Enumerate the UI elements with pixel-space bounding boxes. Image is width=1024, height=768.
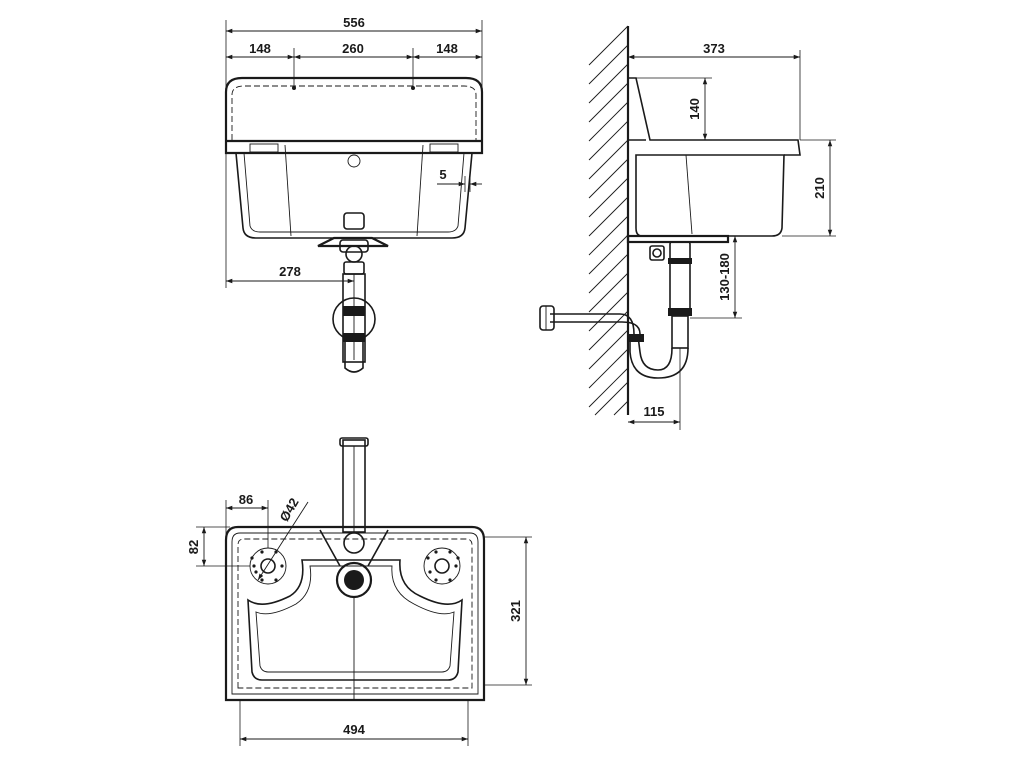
top-dim-hole-diameter: Ø42 — [276, 495, 301, 524]
side-dim-backsplash-height: 140 — [687, 98, 702, 120]
top-dim-82: 82 — [186, 526, 250, 567]
front-sink-body — [224, 76, 484, 239]
side-sink-profile — [626, 77, 801, 244]
front-waste-trap — [317, 212, 389, 373]
front-dim-total-width: 556 — [343, 15, 365, 30]
front-dim-right-offset: 148 — [436, 41, 458, 56]
side-dim-115: 115 — [628, 348, 681, 430]
front-view: 556 148 260 148 5 278 — [224, 15, 484, 373]
side-dim-210: 210 — [782, 139, 836, 237]
front-dim-278: 278 — [225, 153, 354, 288]
front-dim-hole-spacing-value: 260 — [342, 41, 364, 56]
top-dim-86: 86 — [225, 492, 269, 548]
front-dim-left-offset: 148 — [249, 41, 271, 56]
front-dim-556: 556 — [225, 15, 483, 100]
side-trap — [539, 241, 692, 379]
top-view: 86 Ø42 82 321 494 — [186, 437, 532, 746]
top-dim-321: 321 — [484, 536, 532, 686]
front-dim-hole-spacing: 148 260 148 — [226, 41, 482, 88]
side-wall — [588, 25, 630, 416]
side-view: 373 140 210 130-180 115 — [539, 25, 836, 430]
top-dim-depth: 321 — [508, 600, 523, 622]
front-dim-flange: 5 — [439, 167, 446, 182]
side-dim-130-180: 130-180 — [690, 235, 742, 319]
top-waste — [319, 437, 389, 700]
top-dim-hole-depth: 82 — [186, 540, 201, 554]
side-dim-wall-to-trap: 115 — [644, 404, 665, 419]
top-dim-494: 494 — [239, 700, 469, 746]
top-sink-outline — [224, 525, 486, 702]
side-dim-depth: 373 — [703, 41, 725, 56]
front-dim-5: 5 — [437, 167, 482, 192]
side-dim-bowl-height: 210 — [812, 177, 827, 199]
top-dim-width: 494 — [343, 722, 365, 737]
side-dim-373: 373 — [628, 41, 801, 140]
side-dim-140: 140 — [636, 77, 712, 141]
front-dim-waste-center: 278 — [279, 264, 301, 279]
side-dim-trap-drop: 130-180 — [717, 253, 732, 301]
top-dim-hole-offset: 86 — [239, 492, 253, 507]
